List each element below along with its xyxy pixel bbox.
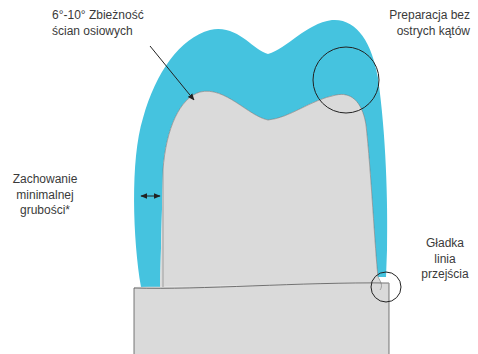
leader-arrow [150, 46, 194, 100]
callout-circle [371, 272, 401, 302]
thickness-label: Zachowanie minimalnej grubości* [2, 172, 88, 219]
sharp-angle-label: Preparacja bez ostrych kątów [368, 8, 470, 39]
tooth-root [134, 283, 389, 354]
prepared-tooth [134, 91, 389, 290]
prep-outline [163, 91, 381, 290]
gum-line [134, 283, 389, 288]
thickness-arrow [141, 196, 160, 197]
convergence-label: 6°-10° Zbieżność ścian osiowych [52, 8, 164, 39]
callout-circle [313, 47, 379, 113]
root-outline [134, 283, 389, 354]
margin-label: Gładka linia przejścia [414, 236, 476, 283]
